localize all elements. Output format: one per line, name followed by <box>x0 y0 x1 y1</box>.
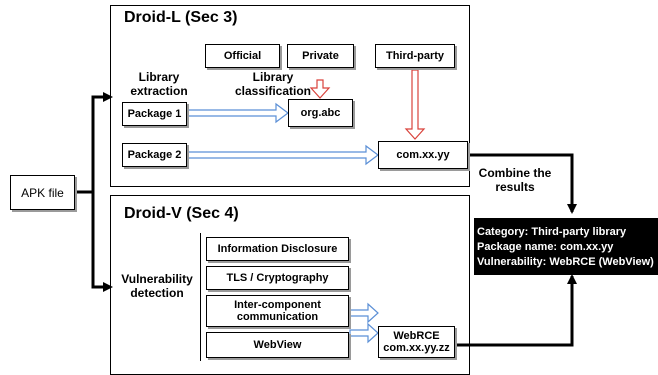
vulnerability-stack-bracket <box>200 233 352 361</box>
combine-results-label: Combine the results <box>475 166 555 194</box>
combine-results-line1: Combine the <box>478 166 552 180</box>
private-box: Private <box>287 44 354 68</box>
inter-component-box: Inter-component communication <box>206 295 349 327</box>
webrce-label: WebRCE <box>393 330 440 342</box>
tls-cryptography-box: TLS / Cryptography <box>206 266 349 290</box>
tls-cryptography-label: TLS / Cryptography <box>226 272 329 284</box>
third-party-label: Third-party <box>385 50 445 62</box>
third-party-box: Third-party <box>375 44 455 68</box>
vulnerability-detection-line2: detection <box>130 286 184 300</box>
result-package-name: Package name: com.xx.yy <box>477 241 614 253</box>
droid-v-title: Droid-V (Sec 4) <box>124 205 239 222</box>
droid-l-title: Droid-L (Sec 3) <box>124 9 238 26</box>
vulnerability-detection-line1: Vulnerability <box>121 272 193 286</box>
package-2-box: Package 2 <box>122 143 187 167</box>
result-box: Category: Third-party library Package na… <box>474 218 658 275</box>
library-extraction-line1: Library <box>138 70 180 84</box>
com-xx-yy-box: com.xx.yy <box>378 141 468 169</box>
apk-file-label: APK file <box>21 185 64 200</box>
official-box: Official <box>205 44 280 68</box>
library-extraction-label: Library extraction <box>124 70 194 98</box>
library-extraction-line2: extraction <box>130 84 188 98</box>
library-classification-line1: Library <box>252 70 294 84</box>
result-vulnerability: Vulnerability: WebRCE (WebView) <box>477 256 654 268</box>
org-abc-box: org.abc <box>288 99 353 127</box>
library-classification-label: Library classification <box>228 70 318 98</box>
package-2-label: Package 2 <box>127 149 182 161</box>
information-disclosure-label: Information Disclosure <box>217 243 338 255</box>
result-category: Category: Third-party library <box>477 226 627 238</box>
package-1-box: Package 1 <box>122 102 187 126</box>
webview-label: WebView <box>253 339 302 351</box>
com-xx-yy-label: com.xx.yy <box>396 149 450 161</box>
private-label: Private <box>302 50 339 62</box>
information-disclosure-box: Information Disclosure <box>206 237 349 261</box>
package-1-label: Package 1 <box>127 108 182 120</box>
org-abc-label: org.abc <box>300 107 341 119</box>
inter-component-line1: Inter-component <box>234 299 321 311</box>
official-label: Official <box>223 50 262 62</box>
apk-file-box: APK file <box>10 175 75 210</box>
webrce-package-label: com.xx.yy.zz <box>383 342 450 354</box>
library-classification-line2: classification <box>234 84 312 98</box>
webview-box: WebView <box>206 332 349 358</box>
inter-component-line2: communication <box>236 311 319 323</box>
vulnerability-detection-label: Vulnerability detection <box>112 272 202 300</box>
webrce-box: WebRCE com.xx.yy.zz <box>378 326 455 358</box>
combine-results-line2: results <box>495 180 535 194</box>
